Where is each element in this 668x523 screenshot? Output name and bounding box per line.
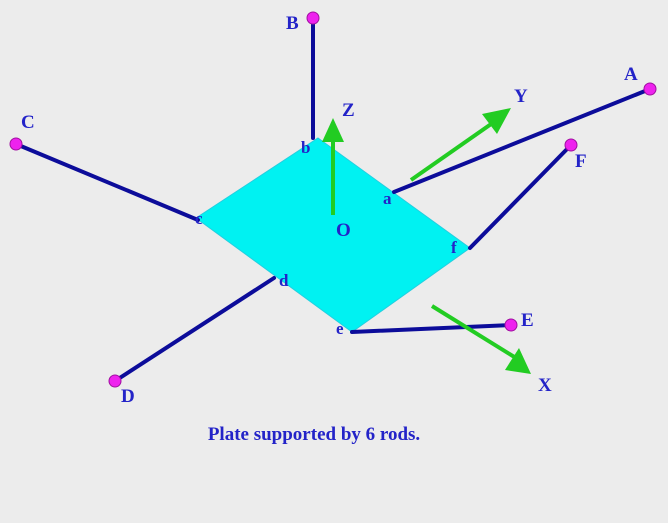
x-axis-arrowhead bbox=[505, 348, 531, 374]
label-F: F bbox=[575, 151, 587, 172]
label-d: d bbox=[279, 271, 289, 290]
anchor-C bbox=[9, 137, 23, 151]
label-A: A bbox=[624, 64, 638, 85]
label-a: a bbox=[383, 189, 392, 208]
label-O: O bbox=[336, 220, 351, 241]
label-B: B bbox=[286, 13, 299, 34]
anchor-A bbox=[643, 82, 657, 96]
label-c: c bbox=[195, 209, 203, 228]
label-D: D bbox=[121, 386, 135, 407]
label-E: E bbox=[521, 310, 534, 331]
label-X: X bbox=[538, 375, 552, 396]
diagram-caption: Plate supported by 6 rods. bbox=[207, 424, 421, 445]
rod-Dd bbox=[113, 276, 276, 383]
axes bbox=[322, 108, 531, 374]
anchor-points bbox=[9, 11, 657, 388]
anchor-E bbox=[504, 318, 518, 332]
rod-Ff bbox=[468, 143, 573, 250]
label-e: e bbox=[336, 319, 344, 338]
anchor-F bbox=[564, 138, 578, 152]
label-Z: Z bbox=[342, 100, 355, 121]
x-axis-shaft bbox=[430, 304, 518, 360]
y-axis-arrowhead bbox=[482, 108, 511, 134]
label-Y: Y bbox=[514, 86, 528, 107]
rods bbox=[14, 16, 652, 383]
z-axis-arrowhead bbox=[322, 118, 344, 142]
rod-Ee bbox=[350, 323, 513, 334]
y-axis-shaft bbox=[409, 120, 496, 182]
label-b: b bbox=[301, 138, 310, 157]
anchor-D bbox=[108, 374, 122, 388]
label-f: f bbox=[451, 238, 457, 257]
rod-Aa bbox=[392, 87, 652, 194]
label-C: C bbox=[21, 112, 35, 133]
labels: A B C D E F a b c d e f O X Y Z bbox=[21, 13, 638, 407]
rod-Cc bbox=[14, 142, 200, 222]
anchor-B bbox=[306, 11, 320, 25]
